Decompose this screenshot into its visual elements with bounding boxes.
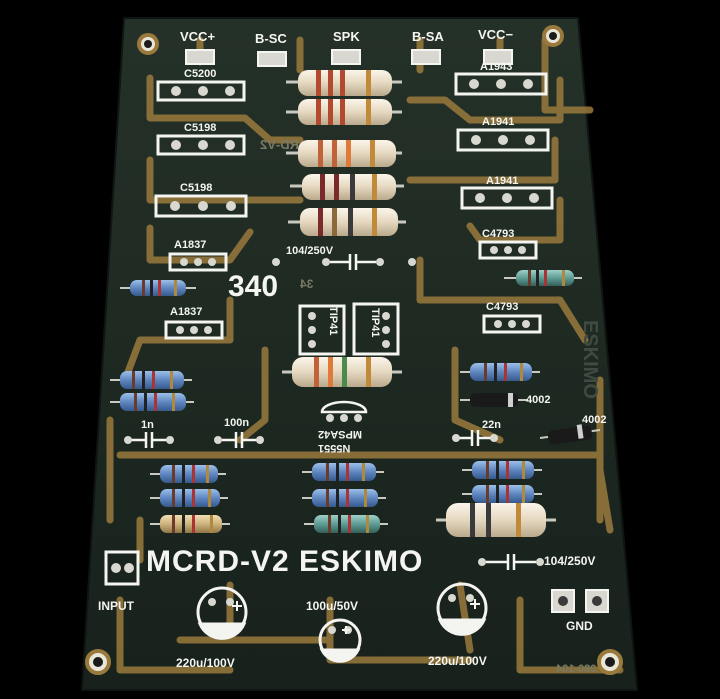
transistor-label: C5198 <box>180 182 213 194</box>
input-connector <box>104 550 140 586</box>
capacitor-label: 100n <box>224 417 250 429</box>
transistor-outlines <box>154 72 554 356</box>
transistor-label: C5200 <box>184 68 217 80</box>
transistor-label: A1837 <box>170 306 203 318</box>
board-code-mirror: RD-V2 <box>260 137 300 152</box>
transistor-label: C4793 <box>482 228 515 240</box>
capacitor-label: 100u/50V <box>306 599 359 613</box>
transistor-label: A1941 <box>486 175 519 187</box>
capacitor-label: 220u/100V <box>176 656 235 670</box>
capacitor-label: 104/250V <box>544 554 596 568</box>
terminal-label-spk: SPK <box>333 29 360 44</box>
board-number: 340 <box>228 270 279 303</box>
small-transistor-outline <box>320 400 368 414</box>
mounting-holes <box>85 25 623 675</box>
diodes <box>460 393 601 445</box>
gnd-label: GND <box>566 619 593 633</box>
transistor-pads <box>170 79 539 422</box>
capacitor-label: 22n <box>482 419 501 431</box>
board-number-mirror: 34 <box>300 277 314 291</box>
tip-label-b: TIP41 <box>369 308 381 338</box>
traces <box>106 36 624 674</box>
input-label: INPUT <box>98 599 134 613</box>
capacitor-label: 1n <box>141 419 154 431</box>
transistor-label: C4793 <box>486 301 519 313</box>
small-transistor-label-b: N5551 <box>318 442 351 454</box>
tip-label-a: TIP41 <box>327 306 339 336</box>
board-serial-mirror: 080-104 <box>556 663 597 675</box>
terminal-label-vcc-minus: VCC− <box>478 27 514 42</box>
terminal-label-b-sa: B-SA <box>412 29 444 44</box>
signal-resistors <box>110 270 582 533</box>
capacitor-label: 104/250V <box>286 245 334 257</box>
capacitor-label: 220u/100V <box>428 654 487 668</box>
small-transistor-label-a: MPSA42 <box>318 428 363 440</box>
terminal-label-vcc-plus: VCC+ <box>180 29 216 44</box>
diode-label: 4002 <box>526 394 551 406</box>
terminal-pads <box>185 49 513 67</box>
transistor-label: A1941 <box>482 116 515 128</box>
capacitor-symbols <box>130 254 536 570</box>
transistor-label: A1943 <box>480 61 513 73</box>
plus-signs <box>232 599 480 634</box>
electrolytic-outlines <box>196 582 488 663</box>
transistor-label: A1837 <box>174 239 207 251</box>
transistor-label: C5198 <box>184 122 217 134</box>
gnd-pads <box>551 589 609 613</box>
side-brand-text: ESKIMO <box>579 320 601 399</box>
diode-label: 4002 <box>582 414 607 426</box>
small-pads <box>124 258 544 566</box>
power-resistors <box>282 70 556 537</box>
terminal-label-b-sc: B-SC <box>255 31 287 46</box>
board-title: MCRD-V2 ESKIMO <box>146 545 424 578</box>
